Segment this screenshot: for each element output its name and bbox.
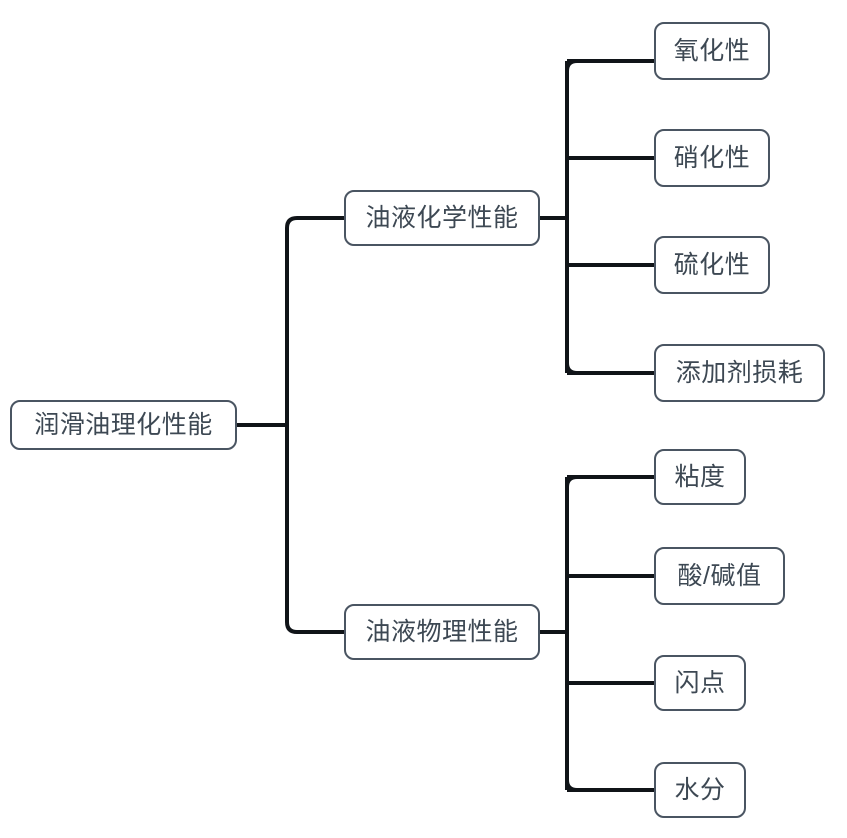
node-flash-point-label: 闪点 [674,668,726,697]
node-additive-depletion[interactable]: 添加剂损耗 [654,344,825,402]
node-oxidation-label: 氧化性 [673,36,751,65]
node-additive-depletion-label: 添加剂损耗 [675,358,804,387]
connector-chemical-corner-bottom [565,357,583,375]
node-acid-base-number[interactable]: 酸/碱值 [654,547,785,605]
connector-physical-corner-top [565,475,583,493]
node-flash-point[interactable]: 闪点 [654,655,746,711]
node-moisture[interactable]: 水分 [654,762,746,818]
node-oxidation[interactable]: 氧化性 [654,22,770,80]
connector-chemical-corner-top [565,59,583,77]
node-nitration[interactable]: 硝化性 [654,129,770,187]
node-viscosity[interactable]: 粘度 [654,449,746,505]
connector-physical-corner-bottom [565,774,583,792]
node-sulfation[interactable]: 硫化性 [654,236,770,294]
node-physical-label: 油液物理性能 [365,617,519,646]
node-chemical[interactable]: 油液化学性能 [344,190,540,246]
node-root[interactable]: 润滑油理化性能 [10,400,237,450]
connector-trunk-physical [285,425,344,634]
connector-trunk-chemical [285,216,344,425]
node-acid-base-number-label: 酸/碱值 [677,561,762,590]
node-physical[interactable]: 油液物理性能 [344,604,540,660]
node-root-label: 润滑油理化性能 [34,410,213,439]
node-moisture-label: 水分 [674,775,726,804]
node-nitration-label: 硝化性 [673,143,751,172]
node-sulfation-label: 硫化性 [673,250,751,279]
node-viscosity-label: 粘度 [674,462,726,491]
node-chemical-label: 油液化学性能 [365,203,519,232]
